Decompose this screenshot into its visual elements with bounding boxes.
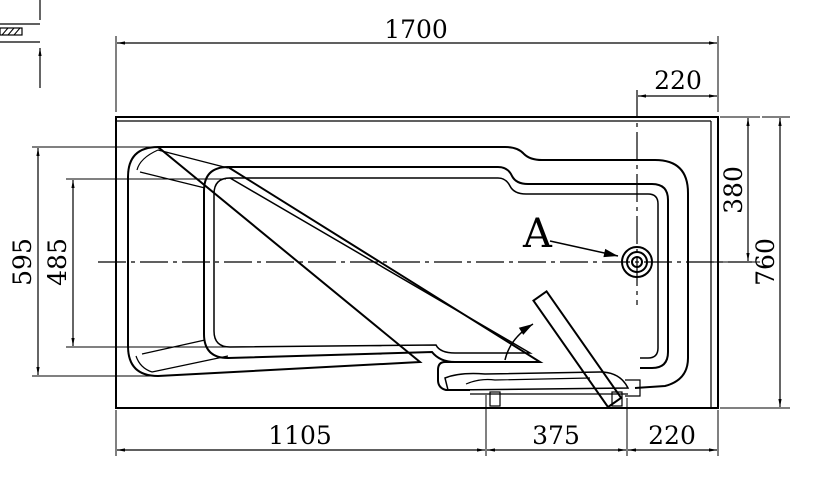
dim-overall-width: 760 [720, 116, 790, 409]
dim-overall-length: 1700 [115, 15, 719, 112]
dim-bottom-segments: 1105 375 220 [115, 395, 719, 456]
dim-segment-right-text: 220 [648, 421, 696, 450]
dim-drain-offset-top-text: 220 [654, 66, 702, 95]
drain-marker-label: A [522, 211, 553, 257]
door-assembly [444, 290, 641, 409]
dim-outer-basin-width-text: 595 [8, 238, 37, 286]
dim-overall-length-text: 1700 [384, 15, 448, 44]
dim-inner-basin-width: 485 [43, 178, 226, 348]
dim-overall-width-text: 760 [751, 238, 780, 286]
dim-outer-basin-width: 595 [8, 146, 156, 377]
dim-segment-left-text: 1105 [268, 421, 332, 450]
dim-segment-door-text: 375 [532, 421, 580, 450]
dim-drain-to-front: 380 [700, 116, 760, 263]
dim-drain-to-front-text: 380 [719, 166, 748, 214]
drain-pointer-arrow [549, 240, 619, 258]
dim-drain-offset-top: 220 [638, 66, 717, 98]
basin-inner-contour [203, 165, 669, 369]
dim-inner-basin-width-text: 485 [43, 238, 72, 286]
side-view-fragment [0, 0, 42, 88]
basin-outer-contour [127, 145, 689, 391]
door-swing-arrow [504, 323, 534, 361]
